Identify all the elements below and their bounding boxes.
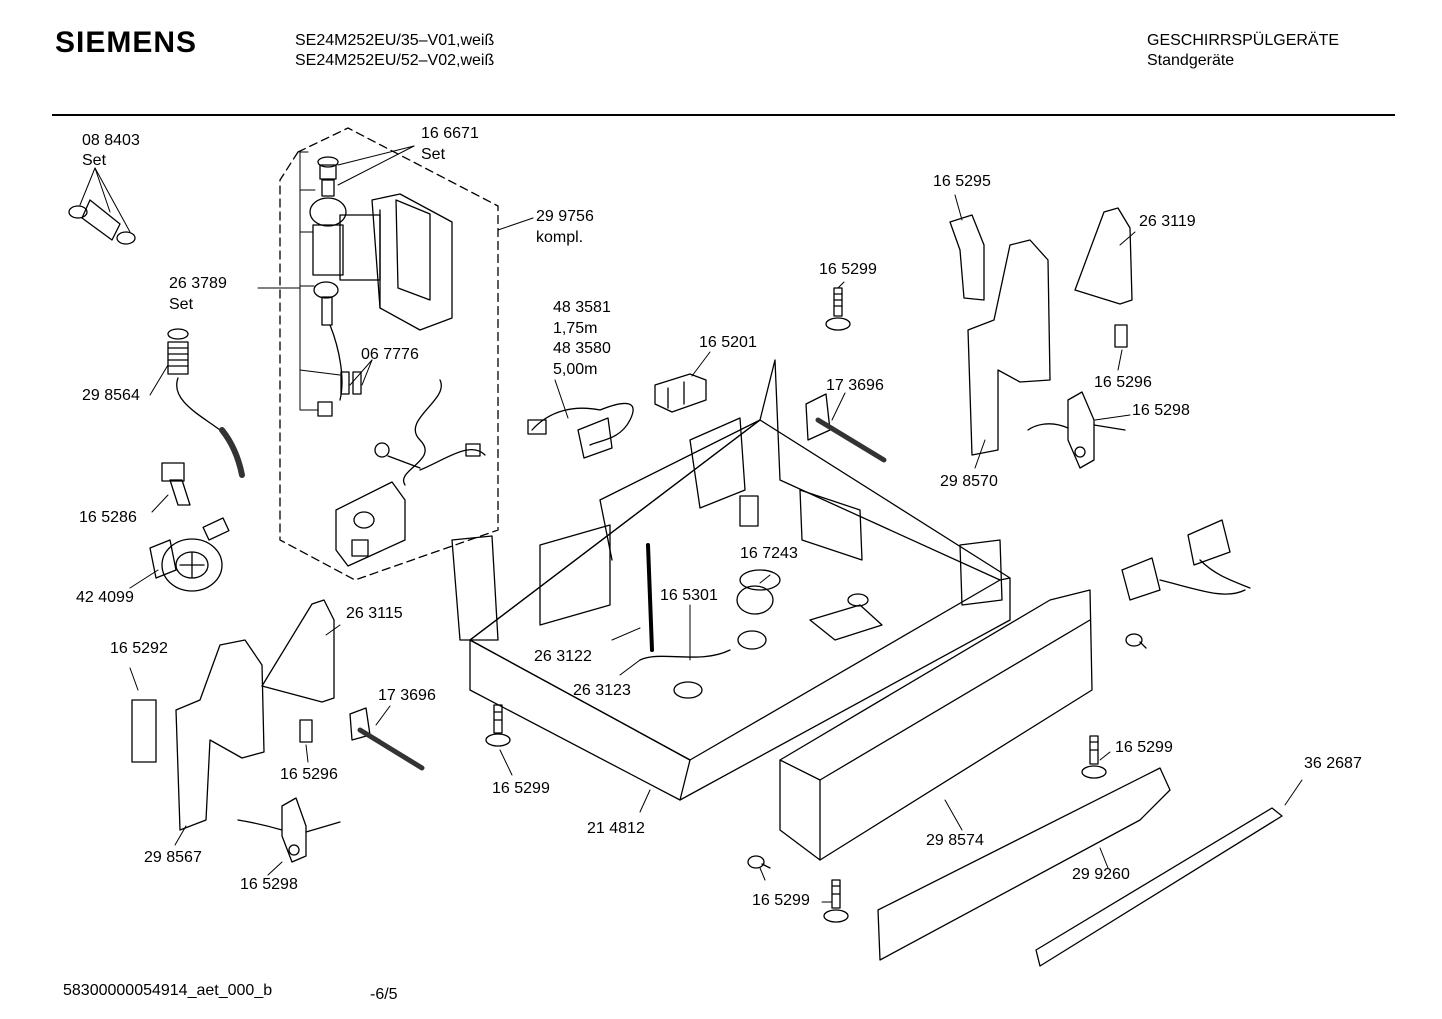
seal-strip-part [1035, 807, 1283, 967]
cable-plug-part [465, 443, 481, 457]
hinge-plate-part-263115 [261, 599, 335, 703]
inlet-valve-part [309, 156, 381, 417]
model-line-1: SE24M252EU/35–V01,weiß [295, 32, 495, 49]
part-label-263123: 26 3123 [573, 682, 631, 699]
category-subtitle: Standgeräte [1147, 52, 1235, 69]
part-label-166671-set: Set [421, 146, 446, 163]
part-label-166671: 16 6671 [421, 125, 479, 142]
drain-pump-part [149, 517, 230, 592]
part-label-165299-left: 16 5299 [492, 780, 550, 797]
spring-part-b [349, 707, 425, 771]
part-label-483581: 48 3581 [553, 299, 611, 316]
valve-holder-bracket-part [371, 193, 453, 331]
part-label-263119: 26 3119 [1139, 213, 1196, 230]
cover-plate-part [335, 481, 406, 567]
hinge-bracket-part-165295 [949, 214, 985, 301]
part-label-length-500: 5,00m [553, 361, 598, 378]
part-label-165296-left: 16 5296 [280, 766, 338, 783]
foot-screw-part-e [823, 879, 849, 923]
part-label-165201: 16 5201 [699, 334, 757, 351]
small-screw-part [1125, 633, 1147, 649]
part-label-263789: 26 3789 [169, 275, 227, 292]
part-label-214812: 21 4812 [587, 820, 645, 837]
plinth-panel-part [877, 767, 1171, 961]
hose-end-part [387, 455, 421, 469]
part-label-165298-right: 16 5298 [1132, 402, 1190, 419]
part-label-298564: 29 8564 [82, 387, 140, 404]
kick-panel-part [779, 589, 1093, 861]
connector-clip-part [340, 371, 362, 395]
corrugated-hose-part [219, 427, 245, 478]
mains-cable-part [527, 402, 634, 459]
screw-part-d [747, 855, 771, 869]
part-label-165286: 16 5286 [79, 509, 137, 526]
part-label-173696-left: 17 3696 [378, 687, 436, 704]
part-label-165301: 16 5301 [660, 587, 718, 604]
hose-coil-part [402, 379, 442, 486]
part-label-067776: 06 7776 [361, 346, 419, 363]
part-label-298570: 29 8570 [940, 473, 998, 490]
part-label-362687: 36 2687 [1304, 755, 1362, 772]
brand-logo: SIEMENS [55, 26, 198, 59]
hose-clamp-set-part [68, 199, 136, 245]
valve-assembly-group-outline [279, 127, 499, 581]
connector-block-part [654, 373, 707, 413]
valve-cable-part [419, 449, 486, 471]
foot-screw-part-c [1081, 735, 1107, 779]
part-label-165299-top: 16 5299 [819, 261, 877, 278]
part-label-424099: 42 4099 [76, 589, 134, 606]
part-label-167243: 16 7243 [740, 545, 798, 562]
hose-clamp-part [374, 442, 390, 458]
page-number: -6/5 [370, 986, 398, 1003]
spring-part-a [805, 393, 887, 463]
support-bracket-part-298567 [175, 639, 265, 831]
bellows-hose-part [167, 328, 189, 375]
base-frame-part [451, 359, 1011, 801]
hinge-cover-part-165292 [131, 699, 157, 763]
part-label-088403-set: Set [82, 152, 107, 169]
part-label-length-175: 1,75m [553, 320, 598, 337]
hinge-plate-part-263119 [1074, 207, 1133, 305]
part-label-165298-left: 16 5298 [240, 876, 298, 893]
document-id: 58300000054914_aet_000_b [63, 982, 273, 999]
category-title: GESCHIRRSPÜLGERÄTE [1147, 32, 1340, 49]
part-label-165292: 16 5292 [110, 640, 168, 657]
door-sensor-part-165298b [237, 797, 341, 863]
valve-wire-part [329, 324, 343, 401]
drain-tube-part [176, 377, 221, 431]
small-clip-part-165296a [1114, 324, 1128, 348]
wiring-harness-part [1121, 519, 1251, 601]
model-line-2: SE24M252EU/52–V02,weiß [295, 52, 495, 69]
part-label-088403: 08 8403 [82, 132, 140, 149]
part-label-165299-bottom: 16 5299 [752, 892, 810, 909]
clip-part-165286 [161, 462, 191, 506]
support-bracket-part-298570 [967, 239, 1051, 456]
door-sensor-part-165298a [1027, 391, 1126, 469]
part-label-263115: 26 3115 [346, 605, 403, 622]
foot-screw-part-a [825, 287, 851, 331]
part-label-298574: 29 8574 [926, 832, 984, 849]
header-rule [52, 114, 1395, 116]
part-label-299756-kompl: kompl. [536, 229, 584, 246]
part-label-173696-right: 17 3696 [826, 377, 884, 394]
small-clip-part-165296b [299, 719, 313, 743]
part-label-263789-set: Set [169, 296, 194, 313]
part-label-298567: 29 8567 [144, 849, 202, 866]
foot-screw-part-b [485, 704, 511, 747]
part-label-165295: 16 5295 [933, 173, 991, 190]
part-label-165296-right: 16 5296 [1094, 374, 1152, 391]
part-label-165299-right: 16 5299 [1115, 739, 1173, 756]
part-label-299756: 29 9756 [536, 208, 594, 225]
part-label-263122: 26 3122 [534, 648, 592, 665]
part-label-483580: 48 3580 [553, 340, 611, 357]
part-label-299260: 29 9260 [1072, 866, 1130, 883]
